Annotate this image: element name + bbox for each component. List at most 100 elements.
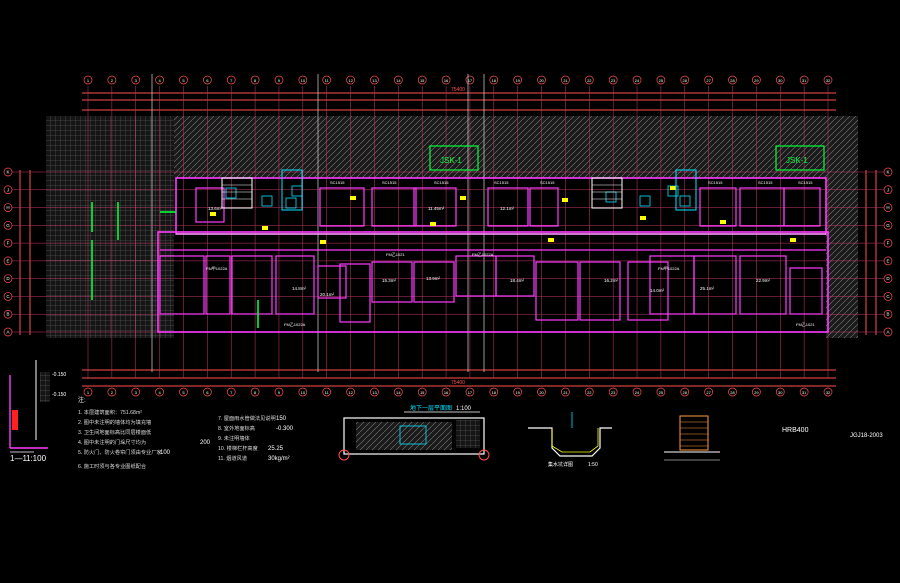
axis-bubble [346, 387, 355, 397]
marker [460, 196, 466, 200]
axis-bubble [513, 75, 523, 85]
axis-bubble [274, 75, 284, 85]
axis-bubble [3, 220, 13, 230]
axis-label: A [886, 330, 889, 335]
marker [430, 222, 436, 226]
room-outline [371, 187, 417, 227]
axis-label: 15 [420, 78, 425, 83]
fixture [225, 187, 237, 199]
axis-label: 24 [635, 390, 640, 395]
axis-label: 3 [135, 78, 138, 83]
axis-bubble [274, 387, 284, 397]
room-area-label: 14.8m² [292, 286, 307, 291]
axis-bubble [441, 75, 451, 85]
section-1-1-detail[interactable]: -0.150 -0.150 1—1 1:100 [9, 360, 66, 463]
axis-label: 27 [706, 78, 711, 83]
elevation-mark: -0.150 [52, 372, 66, 378]
green-marks-left [91, 202, 259, 328]
window-tag: SC1515 [798, 180, 813, 185]
axis-label: 11 [325, 78, 330, 83]
note-value: 30kg/m² [268, 456, 290, 462]
window-tag: SC1515 [494, 180, 509, 185]
axis-label: 2 [111, 390, 114, 395]
axis-label: F [7, 241, 10, 246]
door-tag: FM甲1022A [658, 266, 680, 271]
axis-bubble [799, 387, 809, 397]
door-tag: FM乙1021 [796, 321, 815, 327]
marker [640, 216, 646, 220]
axis-bubble [632, 75, 642, 85]
axis-label: 8 [254, 390, 257, 395]
note-line: 5. 防火门、防火卷帘门须由专业厂家 [78, 448, 162, 456]
basement-detail[interactable]: 地下一层平面图 1:100 [338, 404, 490, 461]
note-line: 8. 室外地面标高 [218, 424, 255, 432]
door-tag: FM乙1021 [386, 251, 405, 257]
axis-bubble [3, 292, 13, 301]
stair-tag-right[interactable]: JSK-1 [775, 145, 825, 171]
axis-label: 28 [730, 390, 735, 395]
marker [790, 238, 796, 242]
room-outline [739, 187, 785, 227]
axis-bubble [107, 75, 117, 85]
room-outline [579, 261, 621, 321]
axis-bubble [322, 387, 332, 397]
axis-bubble [823, 75, 833, 85]
note-line: 11. 烟道风道 [218, 454, 247, 462]
rebar-detail[interactable]: HRB400 JGJ18-2003 [664, 415, 883, 461]
axis-label: 9 [278, 78, 281, 83]
building-walls [157, 177, 829, 333]
axis-label: 18 [492, 78, 497, 83]
axis-bubble [179, 75, 188, 85]
axis-label: 21 [563, 78, 568, 83]
axis-label: 5 [182, 390, 185, 395]
axis-label: 14 [396, 78, 401, 83]
axis-bubble [107, 387, 117, 397]
axis-bubble [131, 75, 141, 85]
axis-label: 32 [826, 390, 831, 395]
stair-tag-left[interactable]: JSK-1 [429, 145, 479, 171]
room-area-label: 20.1m² [320, 292, 335, 297]
axis-bubble [704, 75, 713, 85]
axis-bubble [489, 75, 499, 85]
axis-label: 11 [325, 390, 330, 395]
axis-label: 17 [468, 78, 473, 83]
fixture [285, 197, 297, 209]
note-line: 1. 本层建筑面积：751.68m² [78, 408, 142, 416]
room-partitions [159, 185, 823, 323]
room-outline [231, 255, 273, 315]
axis-label: A [6, 330, 9, 335]
axis-bubble [608, 75, 618, 85]
axis-bubble [799, 75, 809, 85]
axis-bubble [441, 387, 451, 397]
room-outline [317, 265, 347, 299]
detail-title: 地下一层平面图 [410, 404, 452, 412]
axis-bubble [513, 387, 523, 397]
axis-bubble [179, 387, 188, 397]
axis-bubble [83, 387, 93, 397]
axis-label: 15 [420, 390, 425, 395]
pit-detail[interactable]: 集水坑详图 1:50 [528, 412, 612, 468]
axis-bubble [3, 256, 13, 266]
rebar-spec: HRB400 [782, 427, 809, 434]
stair-core-left [221, 169, 303, 211]
room-area-label: 12.1m² [500, 206, 515, 211]
window-tag: SC1515 [382, 180, 397, 185]
axis-label: 10 [301, 78, 306, 83]
window-tag: SC1515 [540, 180, 555, 185]
section-scale: 1:100 [26, 454, 47, 463]
marker [562, 198, 568, 202]
axis-label: 13 [372, 78, 377, 83]
axis-bubble [417, 387, 427, 397]
axis-bubble [883, 256, 893, 266]
axis-bubble [393, 387, 403, 397]
axis-bubble [3, 309, 13, 319]
axis-bubble [3, 238, 13, 248]
axis-bubble [584, 387, 594, 397]
room-outline [789, 267, 823, 315]
axis-bubble [226, 75, 236, 85]
axis-bubble [83, 75, 93, 85]
window-tag: SC1515 [758, 180, 773, 185]
axis-label: 12 [348, 78, 353, 83]
